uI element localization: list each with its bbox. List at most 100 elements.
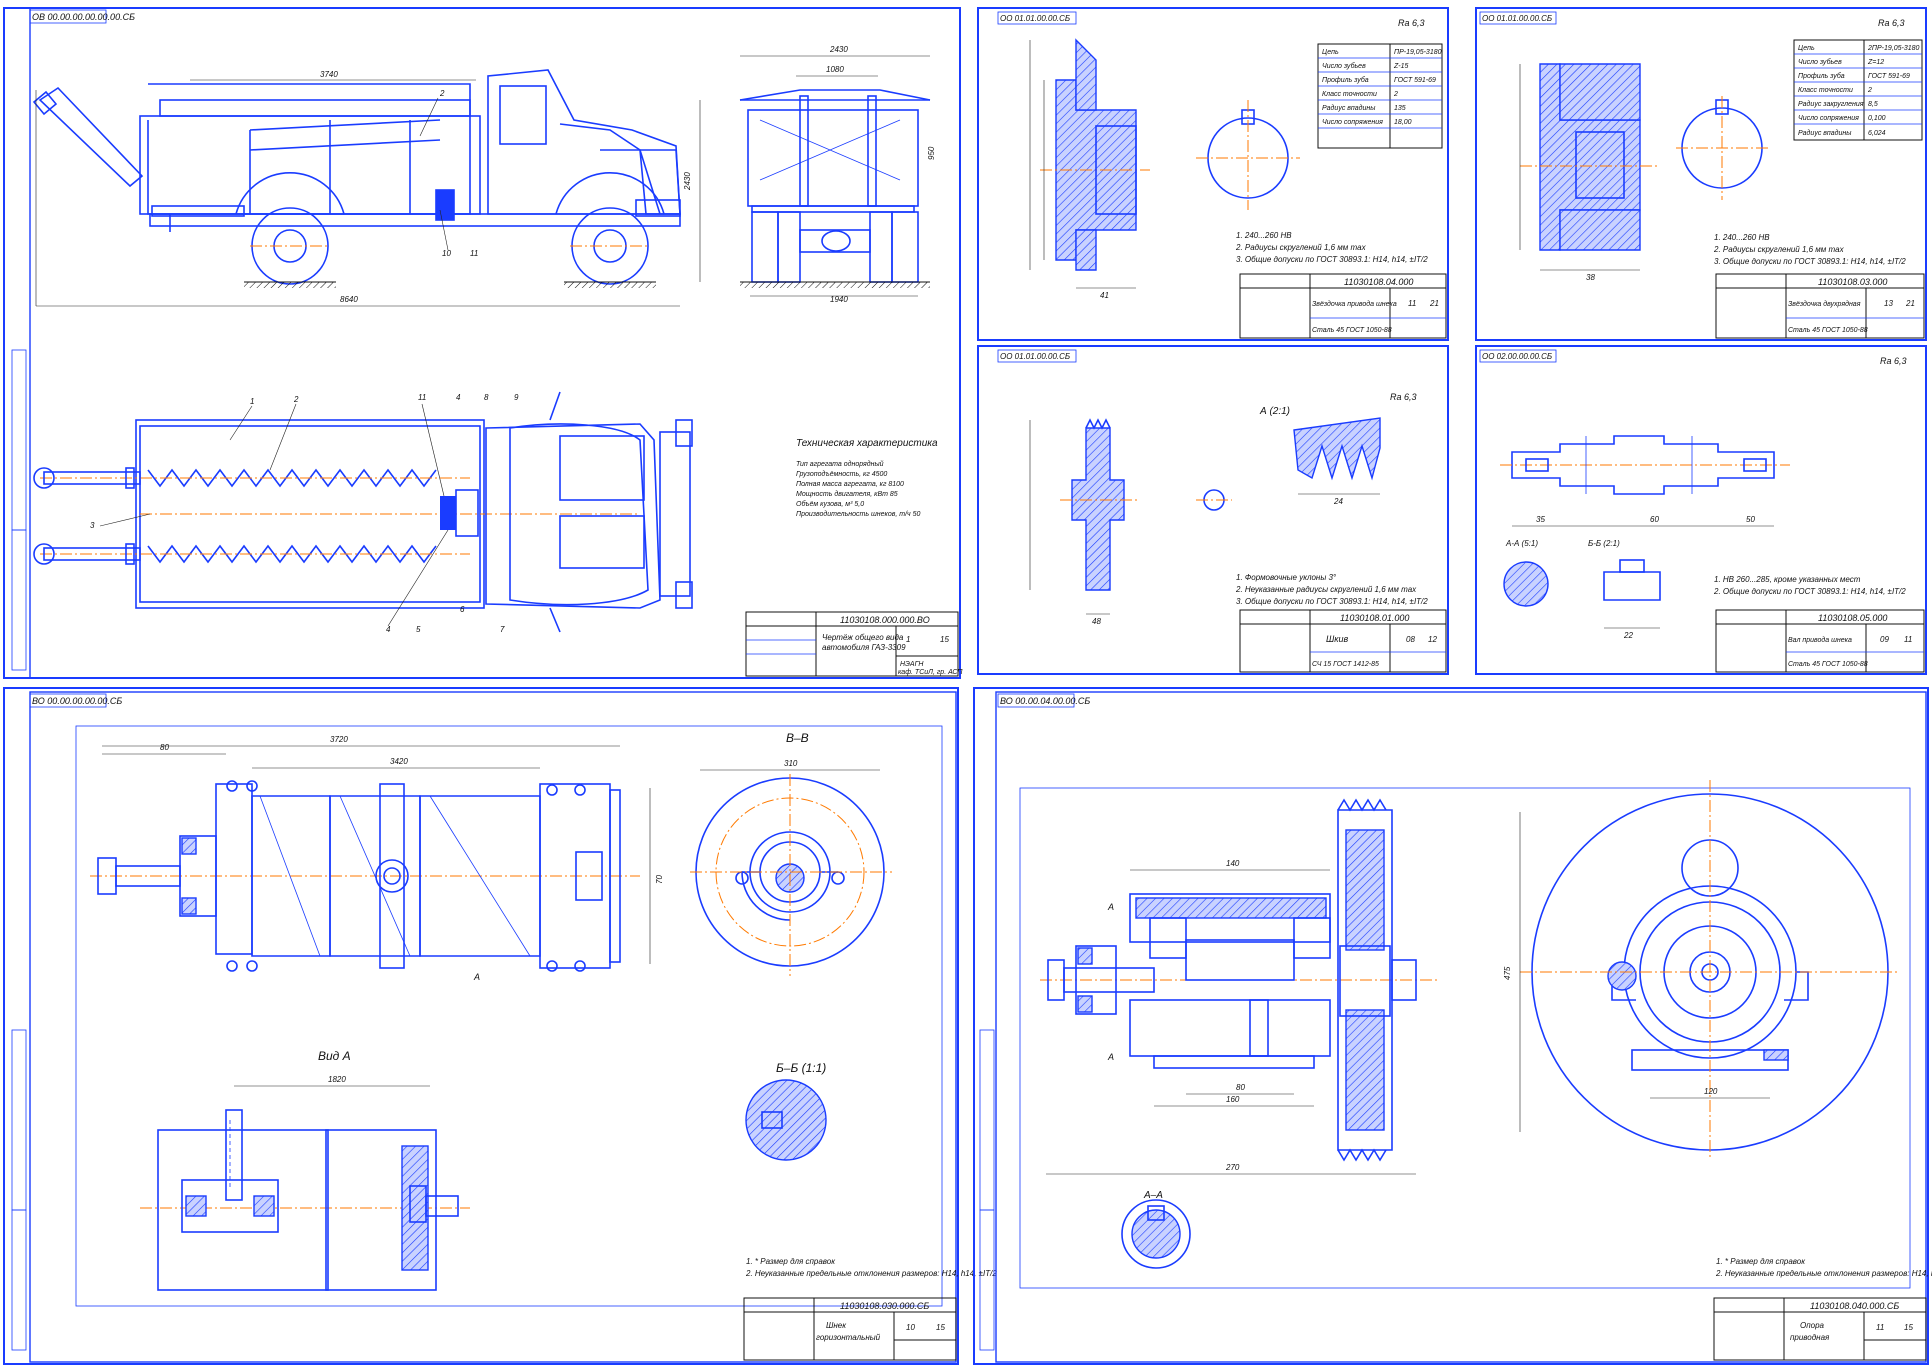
material-4: СЧ 15 ГОСТ 1412-85 xyxy=(1312,661,1379,668)
auger-dim-inner: 3420 xyxy=(390,757,408,766)
detail-a-label: А (2:1) xyxy=(1259,406,1290,417)
note-6-2: 2. Неуказанные предельные отклонения раз… xyxy=(745,1269,997,1278)
tech-characteristics: Техническая характеристика Тип агрегата … xyxy=(796,438,938,518)
title-name-7b: приводная xyxy=(1790,1333,1830,1342)
section-aa-label: А–А xyxy=(1143,1190,1163,1201)
sheet-no-2: 11 xyxy=(1408,299,1416,308)
sheet-auger: ВО 00.00.00.00.00.СБ 3720 xyxy=(3,687,997,1365)
title-doc-4: 11030108.01.000 xyxy=(1340,613,1409,623)
dim-height: 2430 xyxy=(683,172,692,191)
dim-inner: 1080 xyxy=(826,65,844,74)
sheet-sprocket-2: ОО 01.01.00.00.СБ Ra 6,3 38 Цепь 2ПР-19,… xyxy=(1475,7,1927,341)
sheet2-code: ОО 01.01.00.00.СБ xyxy=(1000,14,1070,23)
note-3-2: 2. Радиусы скруглений 1,6 мм max xyxy=(1713,245,1845,254)
param-value: 0,100 xyxy=(1868,115,1886,122)
param-value: 2 xyxy=(1393,91,1398,98)
param-value: ПР-19,05-3180 xyxy=(1394,49,1442,56)
title-block-1: 11030108.000.000.ВО Чертёж общего вида а… xyxy=(745,611,963,677)
param-value: Z-15 xyxy=(1393,63,1409,70)
tech-line-1: Тип агрегата однорядный xyxy=(796,460,884,468)
sheet-total-7: 15 xyxy=(1904,1323,1913,1332)
note-3-3: 3. Общие допуски по ГОСТ 30893.1: H14, h… xyxy=(1714,257,1906,266)
svg-text:60: 60 xyxy=(1650,515,1659,524)
svg-text:8: 8 xyxy=(484,393,489,402)
dim-track: 1940 xyxy=(830,295,848,304)
tech-line-3: Полная масса агрегата, кг 8100 xyxy=(796,481,904,488)
sheet-sprocket-1: ОО 01.01.00.00.СБ Ra 6,3 41 Цепь ПР-19,0… xyxy=(977,7,1449,341)
support-dim-e: 475 xyxy=(1503,966,1512,980)
param-label: Число сопряжения xyxy=(1798,115,1859,122)
svg-text:41: 41 xyxy=(1100,291,1109,300)
svg-text:35: 35 xyxy=(1536,515,1545,524)
sheet-no-1: 1 xyxy=(906,635,910,644)
note-7-1: 1. * Размер для справок xyxy=(1716,1257,1806,1266)
param-label: Профиль зуба xyxy=(1798,72,1845,80)
title-doc-3: 11030108.03.000 xyxy=(1818,277,1887,287)
support-dim-total: 270 xyxy=(1225,1163,1240,1172)
sheet-drive-support: ВО 00.00.04.00.00.СБ 270 140 80 1 xyxy=(973,687,1932,1365)
svg-text:38: 38 xyxy=(1586,273,1595,282)
note-2-1: 1. 240...260 НВ xyxy=(1236,231,1292,240)
title-doc-7: 11030108.040.000.СБ xyxy=(1810,1301,1899,1311)
sheet-no-4: 08 xyxy=(1406,635,1415,644)
param-label: Профиль зуба xyxy=(1322,76,1369,84)
note-2-2: 2. Радиусы скруглений 1,6 мм max xyxy=(1235,243,1367,252)
svg-text:50: 50 xyxy=(1746,515,1755,524)
dim-body: 3740 xyxy=(320,70,338,79)
svg-text:А: А xyxy=(1107,902,1114,912)
svg-text:310: 310 xyxy=(784,759,798,768)
param-value: 2ПР-19,05-3180 xyxy=(1867,45,1919,52)
auger-dim-total: 3720 xyxy=(330,735,348,744)
sheet3-code: ОО 01.01.00.00.СБ xyxy=(1482,14,1552,23)
tech-heading: Техническая характеристика xyxy=(796,438,938,449)
param-value: 8,5 xyxy=(1868,101,1878,108)
dim-side: 950 xyxy=(927,146,936,160)
title-name-1: Чертёж общего вида xyxy=(822,633,904,642)
title-doc-6: 11030108.030.000.СБ xyxy=(840,1301,929,1311)
auger-dim-a: 80 xyxy=(160,743,169,752)
org-1: НЭАГН xyxy=(900,661,924,668)
roughness-4: Ra 6,3 xyxy=(1390,392,1417,402)
svg-text:5: 5 xyxy=(416,625,421,634)
param-label: Число сопряжения xyxy=(1322,119,1383,126)
title-doc-1: 11030108.000.000.ВО xyxy=(840,615,930,625)
title-doc-2: 11030108.04.000 xyxy=(1344,277,1413,287)
note-4-1: 1. Формовочные уклоны 3° xyxy=(1236,573,1337,582)
param-value: ГОСТ 591-69 xyxy=(1868,73,1910,80)
sheet-total-1: 15 xyxy=(940,635,949,644)
param-value: 135 xyxy=(1394,105,1406,112)
sheet-no-3: 13 xyxy=(1884,299,1893,308)
truck-top-view: 1 2 3 4 5 6 7 8 9 11 4 xyxy=(33,391,693,634)
sheet-total-2: 21 xyxy=(1429,299,1439,308)
svg-text:4: 4 xyxy=(386,625,391,634)
sheet7-code: ВО 00.00.04.00.00.СБ xyxy=(1000,696,1090,706)
svg-text:4: 4 xyxy=(456,393,461,402)
dim-length: 8640 xyxy=(340,295,358,304)
svg-text:2: 2 xyxy=(293,395,299,404)
material-2: Сталь 45 ГОСТ 1050-88 xyxy=(1312,327,1392,334)
roughness-3: Ra 6,3 xyxy=(1878,18,1905,28)
svg-text:6: 6 xyxy=(460,605,465,614)
param-value: 2 xyxy=(1867,87,1872,94)
sheet-total-3: 21 xyxy=(1905,299,1915,308)
title-name-2: Звёздочка привода шнека xyxy=(1312,300,1397,308)
title-doc-5: 11030108.05.000 xyxy=(1818,613,1887,623)
title-name-4: Шкив xyxy=(1326,634,1349,644)
support-dim-c: 120 xyxy=(1704,1087,1718,1096)
svg-text:1: 1 xyxy=(250,397,254,406)
note-2-3: 3. Общие допуски по ГОСТ 30893.1: H14, h… xyxy=(1236,255,1428,264)
title-name-5: Вал привода шнека xyxy=(1788,636,1852,644)
sheet-no-5: 09 xyxy=(1880,635,1889,644)
tech-line-5: Объём кузова, м³ 5,0 xyxy=(796,500,864,508)
param-label: Класс точности xyxy=(1798,87,1853,94)
svg-text:2: 2 xyxy=(439,89,445,98)
svg-text:11: 11 xyxy=(470,249,478,258)
svg-text:А: А xyxy=(1107,1052,1114,1062)
param-label: Цепь xyxy=(1322,49,1339,56)
param-label: Радиус впадины xyxy=(1798,129,1852,137)
svg-text:9: 9 xyxy=(514,393,519,402)
svg-text:7: 7 xyxy=(500,625,505,634)
dim-width: 2430 xyxy=(829,45,848,54)
params-table-3: Цепь 2ПР-19,05-3180 Число зубьев Z=12 Пр… xyxy=(1793,39,1923,141)
support-dim-b: 80 xyxy=(1236,1083,1245,1092)
